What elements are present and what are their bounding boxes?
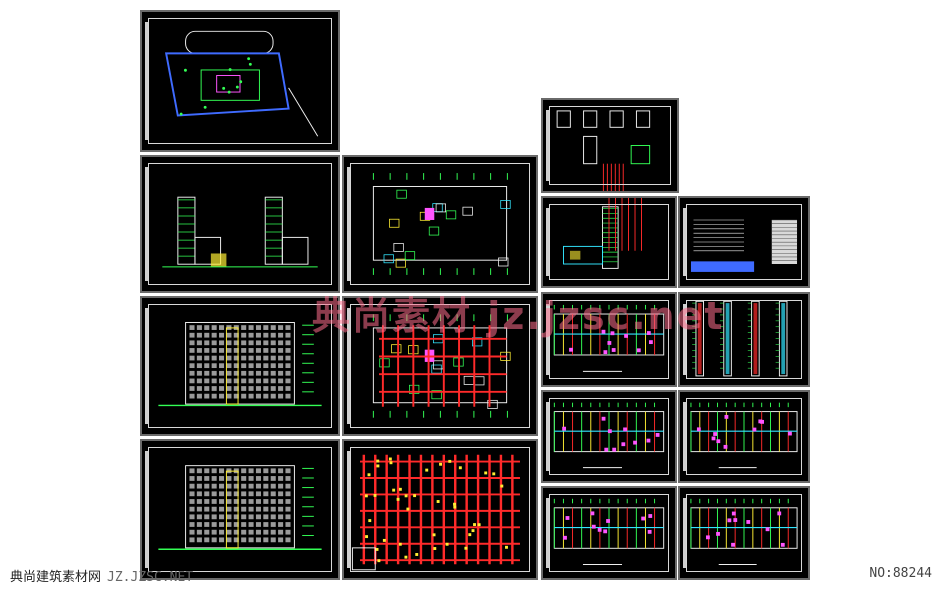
title-block-strip: [683, 304, 687, 375]
title-block-strip: [546, 498, 550, 568]
site-url[interactable]: JZ.JZSC.NET: [107, 570, 194, 585]
title-block-strip: [546, 402, 550, 471]
ground-floor-plan-sheet: [342, 155, 538, 293]
image-id: NO:88244: [869, 566, 932, 581]
roof-plan-sheet-drawing: [553, 498, 665, 565]
rear-elevation-sheet-drawing: [158, 465, 322, 550]
structure-grid-plan-sheet-drawing: [351, 454, 520, 571]
top-floor-plan-sheet: [678, 486, 810, 580]
site-name: 典尚建筑素材网: [10, 570, 102, 585]
title-block-strip: [347, 308, 351, 424]
ground-floor-plan-sheet-drawing: [372, 173, 511, 275]
title-block-strip: [145, 167, 149, 281]
title-block-strip: [546, 304, 550, 375]
title-block-strip: [347, 451, 351, 568]
standard-floor-plan-c-sheet-drawing: [690, 402, 798, 469]
rear-elevation-sheet: [140, 439, 340, 580]
section-elevation-sheet: [140, 155, 340, 293]
stair-section-sheet-drawing: [562, 198, 642, 269]
title-block-strip: [347, 167, 351, 281]
schedule-table-sheet-drawing: [690, 219, 798, 272]
title-block-strip: [145, 451, 149, 568]
column-elevation-sheet: [678, 292, 810, 387]
schedule-table-sheet: [678, 196, 810, 288]
second-floor-plan-sheet: [342, 296, 538, 436]
front-elevation-sheet: [140, 296, 340, 436]
standard-floor-plan-b-sheet-drawing: [553, 402, 665, 469]
detail-sheet-drawing: [556, 110, 651, 191]
roof-plan-sheet: [541, 486, 677, 580]
standard-floor-plan-a-sheet: [541, 292, 677, 387]
top-floor-plan-sheet-drawing: [690, 498, 798, 565]
title-block-strip: [683, 402, 687, 471]
stair-section-sheet: [541, 196, 677, 288]
title-block-strip: [145, 308, 149, 424]
title-block-strip: [145, 22, 149, 140]
structure-grid-plan-sheet: [342, 439, 538, 580]
standard-floor-plan-b-sheet: [541, 390, 677, 483]
watermark-text: 典尚素材 jz.jzsc.net: [312, 294, 725, 338]
title-block-strip: [546, 208, 550, 276]
section-elevation-sheet-drawing: [162, 196, 318, 268]
title-block-strip: [546, 110, 550, 181]
standard-floor-plan-c-sheet: [678, 390, 810, 483]
site-footer: 典尚建筑素材网 JZ.JZSC.NET: [10, 566, 193, 585]
site-plan-sheet: [140, 10, 340, 152]
detail-sheet: [541, 98, 679, 193]
title-block-strip: [683, 208, 687, 276]
title-block-strip: [683, 498, 687, 568]
front-elevation-sheet-drawing: [158, 321, 322, 407]
site-plan-sheet-drawing: [164, 30, 319, 137]
